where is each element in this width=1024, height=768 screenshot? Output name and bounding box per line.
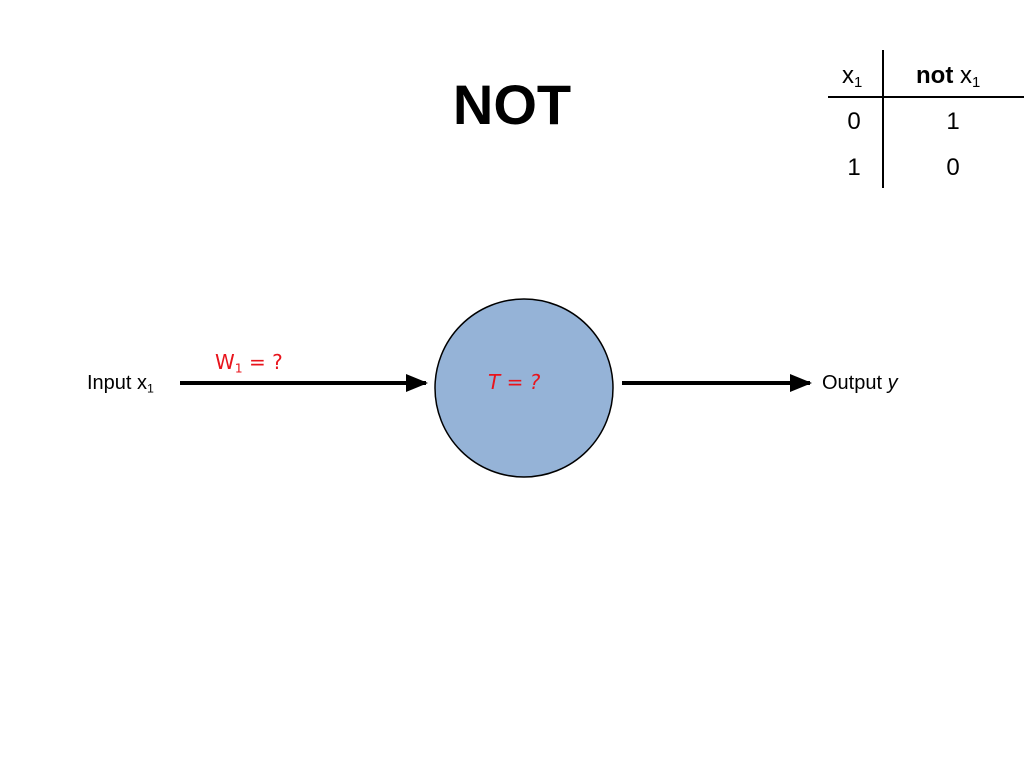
table-cell-input: 0 [847,108,861,135]
table-cell-input: 1 [847,154,861,181]
table-cell-output: 1 [946,108,960,135]
table-divider-horizontal [828,96,1024,98]
output-label: Output y [822,372,898,394]
threshold-label: T = ? [488,370,541,394]
input-label: Input x1 [87,372,154,396]
page-title: NOT [452,73,572,136]
table-cell-output: 0 [946,154,960,181]
table-header-input: x1 [842,62,863,92]
neuron-node [434,298,614,478]
weight-label: W1 = ? [215,350,283,376]
table-divider-vertical [882,50,884,188]
table-header-output: not x1 [916,62,981,92]
